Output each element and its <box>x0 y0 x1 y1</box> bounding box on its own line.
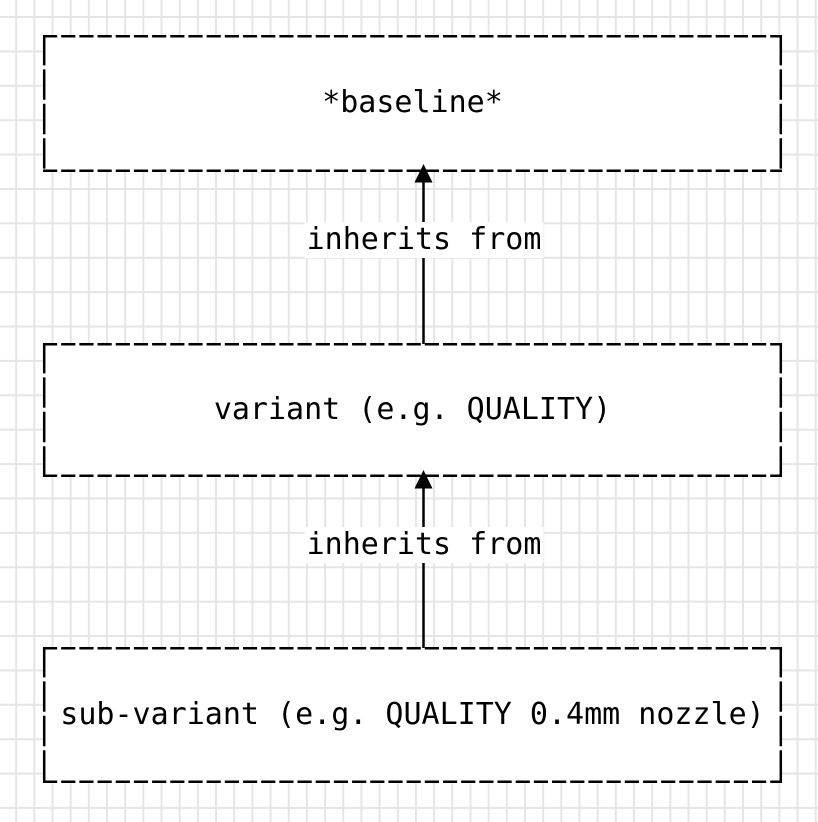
arrowhead-up-icon <box>414 470 433 489</box>
node-box-variant-fill <box>43 343 782 477</box>
inheritance-arrow-2 <box>414 470 433 648</box>
node-box-variant <box>42 342 783 478</box>
edge-label-inherits-from-2: inherits from <box>304 527 544 563</box>
inheritance-arrow-1 <box>414 164 433 344</box>
edge-label-inherits-from-1: inherits from <box>304 222 544 258</box>
node-label-variant: variant (e.g. QUALITY) <box>213 392 612 427</box>
node-box-baseline <box>42 34 783 173</box>
node-box-baseline-fill <box>43 35 782 172</box>
arrowhead-up-icon <box>414 164 433 183</box>
node-box-sub-variant <box>42 646 783 784</box>
node-label-sub-variant: sub-variant (e.g. QUALITY 0.4mm nozzle) <box>60 697 765 732</box>
node-label-baseline: *baseline* <box>322 85 503 120</box>
node-box-sub-variant-fill <box>43 647 782 783</box>
